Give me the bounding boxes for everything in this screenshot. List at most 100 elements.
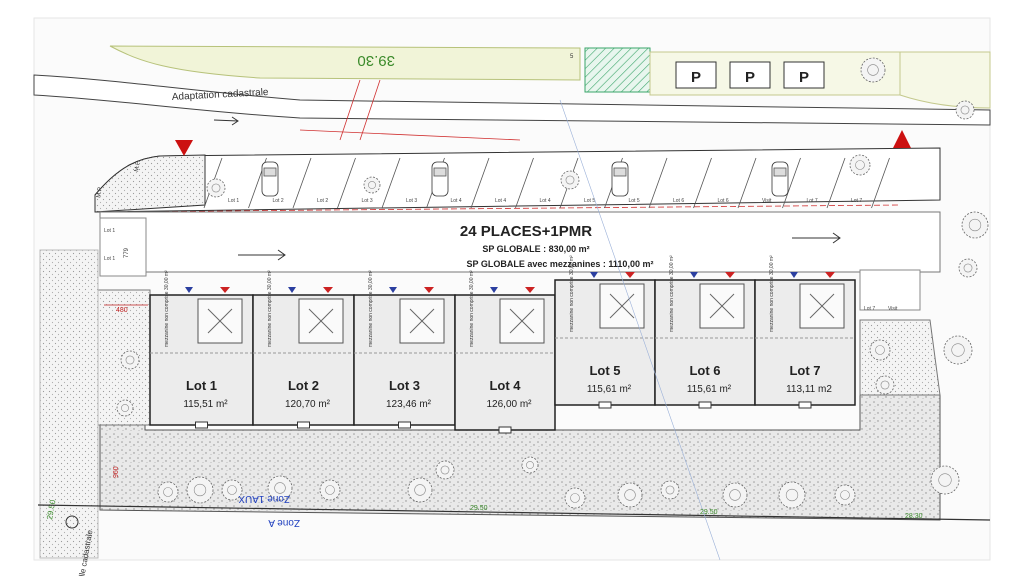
manhole-icon xyxy=(65,515,79,529)
elevation-left: 29.50 xyxy=(45,499,57,521)
mezzanine-note: mezzanine non comprise 30,00 m² xyxy=(469,270,475,347)
tree-icon xyxy=(564,487,586,509)
left-parking-label-1: Lot 1 xyxy=(104,228,115,234)
tree-icon xyxy=(617,482,643,508)
tree-icon xyxy=(267,475,293,501)
parking-stall-label: Lot 4 xyxy=(495,198,506,204)
lot-area: 115,51 m² xyxy=(183,399,228,410)
lot-area: 113,11 m2 xyxy=(786,384,832,395)
hatched-area xyxy=(584,47,651,93)
tree-icon xyxy=(930,465,960,495)
road xyxy=(33,74,991,126)
parking-stall-label: Lot 1 xyxy=(228,198,239,204)
tree-icon xyxy=(875,375,895,395)
lot-area: 115,61 m² xyxy=(687,384,732,395)
parking-stall-label: Lot 4 xyxy=(540,198,551,204)
tree-icon xyxy=(319,479,341,501)
mezzanine-note: mezzanine non comprise 30,00 m² xyxy=(164,270,170,347)
parking-p-3: P xyxy=(799,69,809,86)
adaptation-label: Adaptation cadastrale xyxy=(172,87,270,103)
tree-icon xyxy=(521,456,539,474)
aisle-arrows xyxy=(238,232,841,261)
left-parking-label-2: Lot 1 xyxy=(104,256,115,262)
zone-boundary xyxy=(559,99,721,561)
car-icon xyxy=(431,161,449,197)
mezzanine-note: mezzanine non comprise 30,00 m² xyxy=(368,270,374,347)
property-boundary-bottom xyxy=(37,504,991,521)
tree-icon xyxy=(407,477,433,503)
tree-icon xyxy=(186,476,214,504)
elevation-bottom-c: 28.30 xyxy=(905,513,923,520)
tree-icon xyxy=(221,479,243,501)
parking-stalls xyxy=(203,157,890,209)
lot-6: mezzanine non comprise 30,00 m² Lot 6 115,… xyxy=(654,255,756,409)
cadastral-lines xyxy=(99,79,901,213)
elevation-top: 39.30 xyxy=(357,52,395,69)
right-planting-strip xyxy=(859,319,941,396)
mezzanine-note: mezzanine non comprise 30,00 m² xyxy=(669,255,675,332)
lot-area: 115,61 m² xyxy=(587,384,632,395)
west-hatched-plot xyxy=(39,249,99,559)
dim-960: 960 xyxy=(113,466,120,478)
lot-name: Lot 5 xyxy=(589,363,620,378)
lot-name: Lot 2 xyxy=(288,378,319,393)
lot-name: Lot 3 xyxy=(389,378,420,393)
top-marker: 5 xyxy=(570,54,574,60)
parking-stall-label: Lot 3 xyxy=(362,198,373,204)
right-parking-label-2: Visit xyxy=(888,306,898,312)
tree-icon xyxy=(435,460,455,480)
parking-stall-label: Lot 7 xyxy=(851,198,862,204)
lot-name: Lot 1 xyxy=(186,378,217,393)
mp-label-top: M.P. xyxy=(134,160,142,173)
lots-group: mezzanine non comprise 30,00 m² Lot 1 115,… xyxy=(149,255,856,434)
lot-name: Lot 4 xyxy=(489,378,521,393)
parking-stall-label: Visit xyxy=(762,198,772,204)
parking-p-2: P xyxy=(745,69,755,86)
lot-4: mezzanine non comprise 30,00 m² Lot 4 126,… xyxy=(454,270,556,434)
elevation-bottom-b: 29.50 xyxy=(700,509,718,516)
right-parking xyxy=(859,269,921,311)
tree-icon xyxy=(860,57,886,83)
lot-area: 126,00 m² xyxy=(486,399,532,410)
elevation-bottom-a: 29.50 xyxy=(470,505,488,512)
tree-icon xyxy=(961,211,989,239)
lot-7: mezzanine non comprise 30,00 m² Lot 7 113,… xyxy=(754,255,856,409)
parking-stall-label: Lot 2 xyxy=(317,198,328,204)
dim-480: 480 xyxy=(116,307,128,314)
lot-name: Lot 6 xyxy=(689,363,720,378)
parking-signs: P P P xyxy=(675,61,825,89)
green-strip-top xyxy=(109,45,581,81)
zone-a-label: Zone A xyxy=(268,517,300,528)
parking-stall-label: Lot 7 xyxy=(807,198,818,204)
left-parking xyxy=(99,217,147,277)
parking-stall-label: Lot 2 xyxy=(273,198,284,204)
tree-icon xyxy=(849,154,871,176)
zone-1aux-label: Zone 1AUX xyxy=(238,493,290,504)
mezzanine-note: mezzanine non comprise 30,00 m² xyxy=(769,255,775,332)
trees xyxy=(116,57,989,509)
parking-stall-label: Lot 5 xyxy=(629,198,640,204)
tree-icon xyxy=(206,178,226,198)
tree-icon xyxy=(660,480,680,500)
sp-globale-mezzanines: SP GLOBALE avec mezzanines : 1110,00 m² xyxy=(467,259,654,269)
tree-icon xyxy=(869,339,891,361)
lot-name: Lot 7 xyxy=(789,363,820,378)
tree-icon xyxy=(363,176,381,194)
tree-icon xyxy=(834,484,856,506)
road-arrows xyxy=(213,116,239,126)
parking-stall-label: Lot 6 xyxy=(673,198,684,204)
lot-area: 120,70 m² xyxy=(285,399,331,410)
tree-icon xyxy=(722,482,748,508)
car-icon xyxy=(261,161,279,197)
parking-stall-label: Lot 3 xyxy=(406,198,417,204)
tree-icon xyxy=(157,481,179,503)
mezzanine-note: mezzanine non comprise 30,00 m² xyxy=(267,270,273,347)
entrance-marker-right xyxy=(893,130,911,148)
places-title: 24 PLACES+1PMR xyxy=(460,223,592,240)
parking-stall-label: Lot 5 xyxy=(584,198,595,204)
parking-stall-label: Lot 4 xyxy=(451,198,462,204)
parking-stall-label: Lot 6 xyxy=(718,198,729,204)
